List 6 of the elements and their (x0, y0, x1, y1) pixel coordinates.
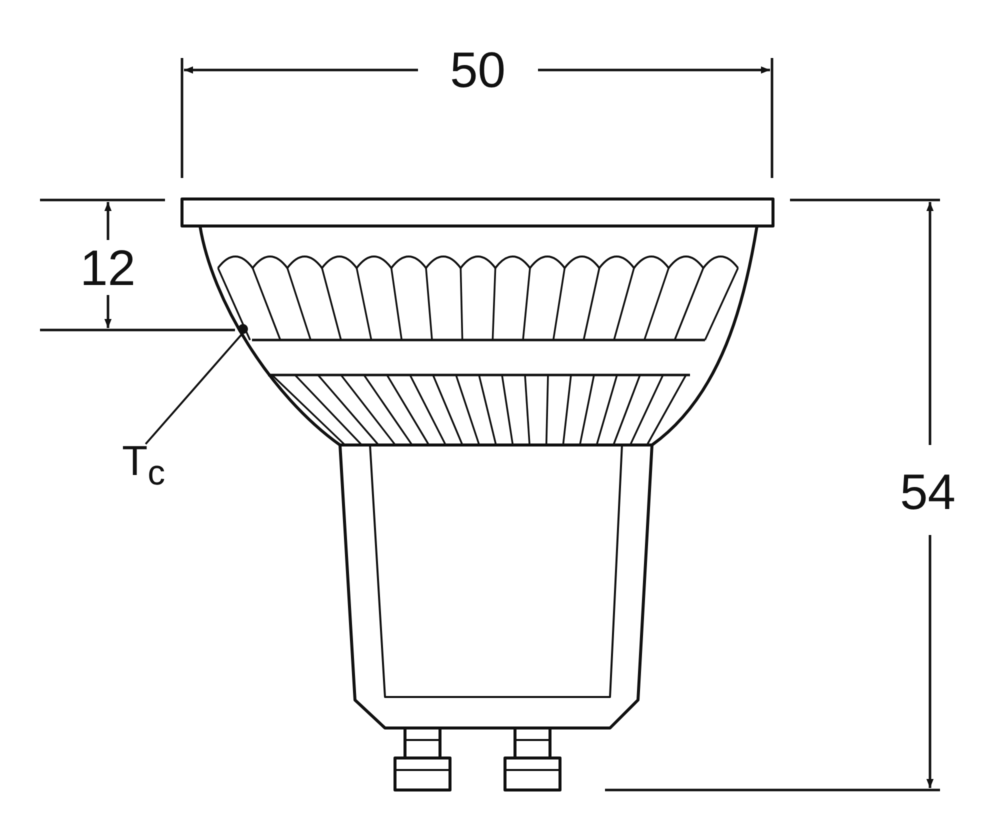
measurement-point (238, 324, 248, 334)
callout-label: T$_{c}$ (122, 440, 166, 490)
dimension-value: 12 (80, 243, 136, 293)
leader-line (144, 333, 243, 445)
dimension-value: 54 (900, 467, 956, 517)
dimension-value: 50 (450, 45, 506, 95)
